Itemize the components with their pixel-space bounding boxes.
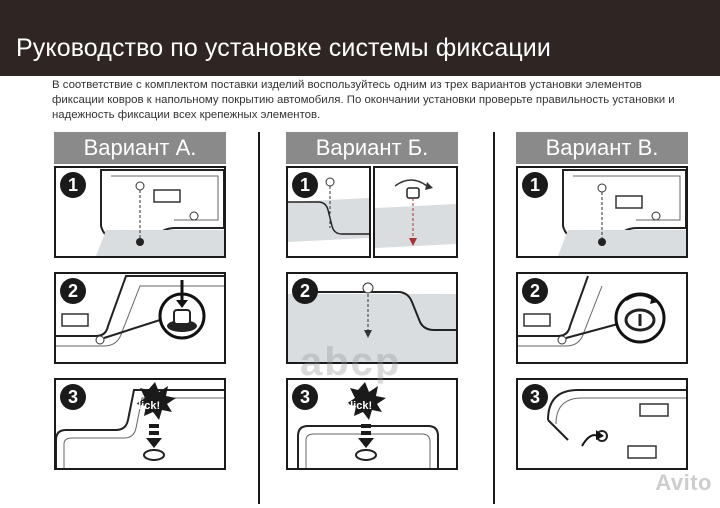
- click-label: click!: [344, 400, 373, 412]
- variant-c-step-3: 3: [516, 378, 688, 470]
- carpet-step-illustration: [518, 275, 666, 347]
- watermark-center: аbcр: [300, 340, 402, 384]
- carpet-step-illustration: [56, 382, 224, 468]
- variant-b-step-1-right: [373, 166, 458, 258]
- step-number-badge: 2: [60, 278, 86, 304]
- step-number-badge: 3: [292, 384, 318, 410]
- variant-a-step-3: 3 click!: [54, 378, 226, 470]
- carpet-step-illustration: [56, 275, 224, 347]
- column-divider: [493, 132, 495, 504]
- intro-text: В соответствие с комплектом поставки изд…: [52, 79, 675, 121]
- column-divider: [258, 132, 260, 504]
- page-title: Руководство по установке системы фиксаци…: [16, 34, 551, 62]
- variant-b-header: Вариант Б.: [286, 132, 458, 164]
- variant-a-header: Вариант А.: [54, 132, 226, 164]
- variant-b-step-1-left: 1: [286, 166, 371, 258]
- step-number-badge: 3: [522, 384, 548, 410]
- carpet-step-illustration: [288, 177, 369, 242]
- fastener-rotate-illustration: [375, 179, 456, 248]
- page-header: Руководство по установке системы фиксаци…: [0, 0, 720, 76]
- variant-b-step-1: 1: [286, 166, 458, 258]
- step-number-badge: 2: [522, 278, 548, 304]
- step-number-badge: 1: [292, 172, 318, 198]
- click-label: click!: [132, 400, 161, 412]
- carpet-step-illustration: [297, 382, 439, 468]
- variant-b-step-2: 2: [286, 272, 458, 364]
- avito-watermark: Avito: [655, 470, 712, 495]
- variant-c-step-2: 2: [516, 272, 688, 364]
- step-number-badge: 2: [292, 278, 318, 304]
- carpet-step-illustration: [288, 282, 456, 362]
- step-number-badge: 1: [60, 172, 86, 198]
- step-number-badge: 3: [60, 384, 86, 410]
- variant-a-step-2: 2: [54, 272, 226, 364]
- carpet-step-illustration: [547, 389, 686, 459]
- carpet-step-illustration: [558, 169, 686, 256]
- carpet-step-illustration: [96, 169, 224, 256]
- step-number-badge: 1: [522, 172, 548, 198]
- variant-b-step-3: 3 click!: [286, 378, 458, 470]
- variant-c-step-1: 1: [516, 166, 688, 258]
- variant-c-header: Вариант В.: [516, 132, 688, 164]
- variant-a-step-1: 1: [54, 166, 226, 258]
